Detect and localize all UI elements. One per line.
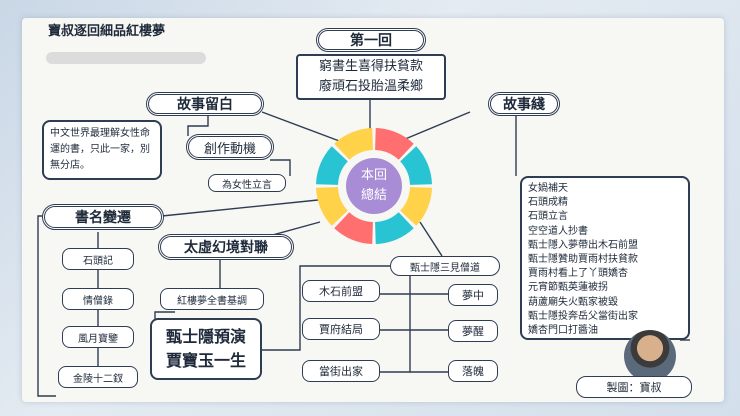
prophecy-line1: 甄士隱預演 [165, 327, 246, 346]
pair-left-2: 當街出家 [302, 360, 380, 382]
ring-segment [316, 187, 348, 226]
book-name-item: 石頭記 [62, 248, 134, 270]
chapter-title-box: 窮書生喜得扶貧款 廢頑石投胎溫柔鄉 [296, 54, 446, 100]
story-line-item: 甄士隱入夢帶出木石前盟 [528, 239, 638, 251]
ring-segment [316, 146, 348, 185]
story-line-item: 葫蘆廟失火甄家被毀 [528, 296, 618, 308]
author-avatar [624, 330, 676, 382]
header-title: 寶叔逐回細品紅樓夢 [48, 24, 166, 39]
story-line-item: 石頭立言 [528, 211, 568, 223]
story-line-item: 石頭成精 [528, 197, 568, 209]
ring-segment [375, 212, 414, 244]
motive-sub: 為女性立言 [208, 174, 286, 192]
pair-left-0: 木石前盟 [302, 280, 380, 302]
chapter-label: 第一回 [316, 28, 426, 52]
story-line-label: 故事綫 [488, 92, 560, 116]
ring-segment [334, 128, 373, 160]
pair-right-2: 落魄 [448, 360, 498, 382]
ring-segment [334, 212, 373, 244]
pair-left-1: 賈府結局 [302, 318, 380, 340]
header-placeholder-bar [46, 52, 206, 64]
story-line-item: 女媧補天 [528, 183, 568, 194]
story-line-item: 元宵節甄英蓮被拐 [528, 282, 608, 294]
story-gap-label: 故事留白 [146, 92, 264, 116]
book-name-item: 情僧錄 [62, 288, 134, 310]
title-line2: 廢頑石投胎溫柔鄉 [318, 79, 423, 94]
center-line1: 本回 [360, 168, 387, 183]
prophecy-box: 甄士隱預演 賈寶玉一生 [150, 318, 262, 380]
story-line-item: 空空道人抄書 [528, 225, 588, 237]
taixu-sub: 紅樓夢全書基調 [160, 288, 264, 310]
story-line-item: 嬌杏門口打醬油 [528, 325, 598, 337]
ring-segment [400, 187, 432, 226]
story-line-item: 甄士隱贊助賈雨村扶貧款 [528, 254, 638, 266]
center-line2: 總結 [360, 188, 387, 203]
zhen-three-label: 甄士隱三見僧道 [390, 256, 500, 276]
center-summary: 本回 總結 [346, 158, 402, 214]
title-line1: 窮書生喜得扶貧款 [318, 59, 423, 74]
pair-right-1: 夢醒 [448, 320, 498, 342]
book-name-item: 風月寶鑒 [62, 326, 134, 348]
story-line-list: 女媧補天 石頭成精 石頭立言 空空道人抄書 甄士隱入夢帶出木石前盟 甄士隱贊助賈… [520, 176, 690, 340]
story-line-item: 甄士隱投奔岳父當街出家 [528, 310, 638, 322]
ring-segment [375, 128, 414, 160]
taixu-label: 太虛幻境對聯 [158, 234, 294, 260]
story-gap-note: 中文世界最理解女性命運的書，只此一家，別無分店。 [42, 120, 162, 180]
prophecy-line2: 賈寶玉一生 [165, 351, 246, 370]
center-ring [316, 128, 432, 244]
book-name-item: 金陵十二釵 [58, 366, 138, 388]
book-names-label: 書名變遷 [42, 204, 164, 230]
motive-label: 創作動機 [186, 134, 274, 160]
ring-segment [400, 146, 432, 185]
credit-label: 製圖：寶叔 [576, 376, 692, 398]
story-line-item: 賈雨村看上了丫頭嬌杏 [528, 268, 628, 280]
pair-right-0: 夢中 [448, 284, 498, 306]
